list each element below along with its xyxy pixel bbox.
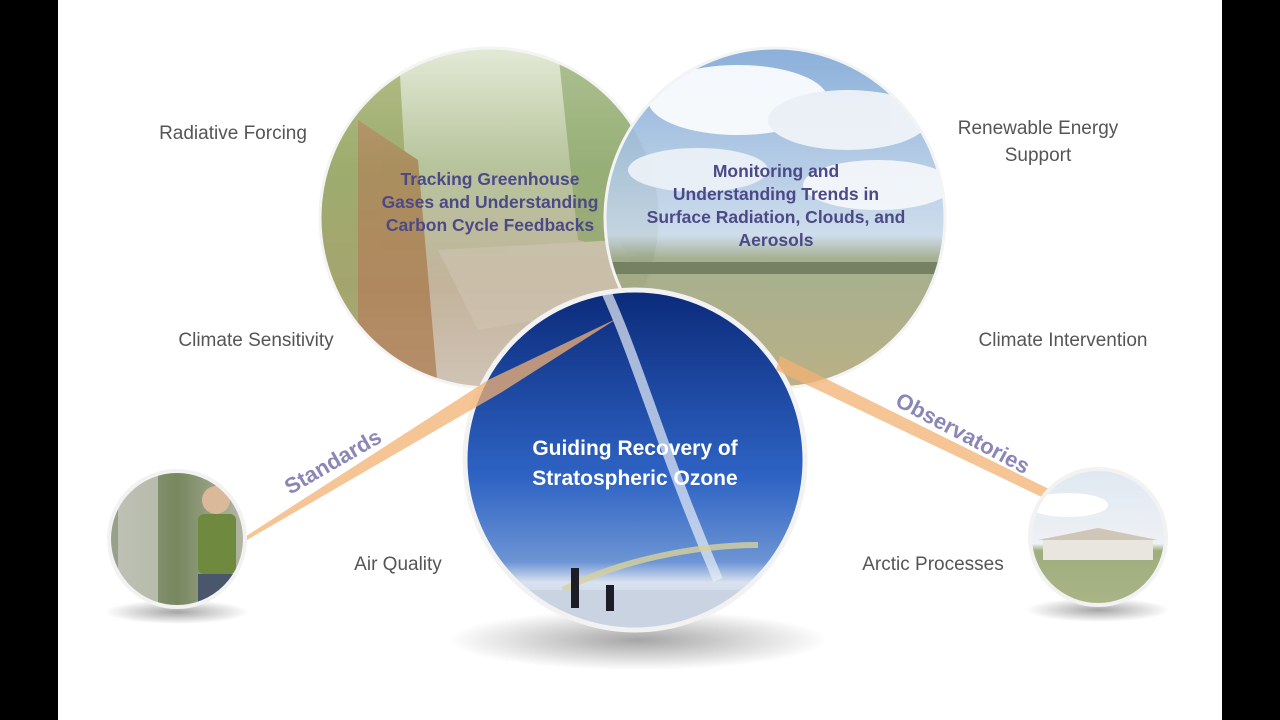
- greenhouse-title-line: Gases and Understanding: [330, 191, 650, 214]
- topic-arctic-processes: Arctic Processes: [848, 551, 1018, 578]
- topic-climate-sensitivity: Climate Sensitivity: [156, 327, 356, 354]
- radiation-circle-title: Monitoring and Understanding Trends in S…: [616, 160, 936, 252]
- radiation-title-line: Monitoring and: [616, 160, 936, 183]
- greenhouse-title-line: Carbon Cycle Feedbacks: [330, 214, 650, 237]
- greenhouse-title-line: Tracking Greenhouse: [330, 168, 650, 191]
- radiation-title-line: Aerosols: [616, 229, 936, 252]
- greenhouse-circle-title: Tracking Greenhouse Gases and Understand…: [330, 168, 650, 237]
- diagram-graphic: Standards Observatories: [58, 0, 1222, 720]
- lab-photo-circle: [109, 470, 245, 614]
- ozone-circle-title: Guiding Recovery of Stratospheric Ozone: [485, 434, 785, 494]
- topic-renewable-energy: Renewable Energy Support: [938, 115, 1138, 169]
- ozone-title-line: Stratospheric Ozone: [485, 464, 785, 494]
- diagram-canvas: Standards Observatories Tracking Greenho…: [58, 0, 1222, 720]
- observatory-photo-circle: [1028, 469, 1166, 605]
- topic-renewable-energy-line: Support: [938, 142, 1138, 169]
- ozone-title-line: Guiding Recovery of: [485, 434, 785, 464]
- topic-air-quality: Air Quality: [328, 551, 468, 578]
- topic-radiative-forcing: Radiative Forcing: [138, 120, 328, 147]
- topic-renewable-energy-line: Renewable Energy: [938, 115, 1138, 142]
- radiation-title-line: Surface Radiation, Clouds, and: [616, 206, 936, 229]
- topic-climate-intervention: Climate Intervention: [958, 327, 1168, 354]
- radiation-title-line: Understanding Trends in: [616, 183, 936, 206]
